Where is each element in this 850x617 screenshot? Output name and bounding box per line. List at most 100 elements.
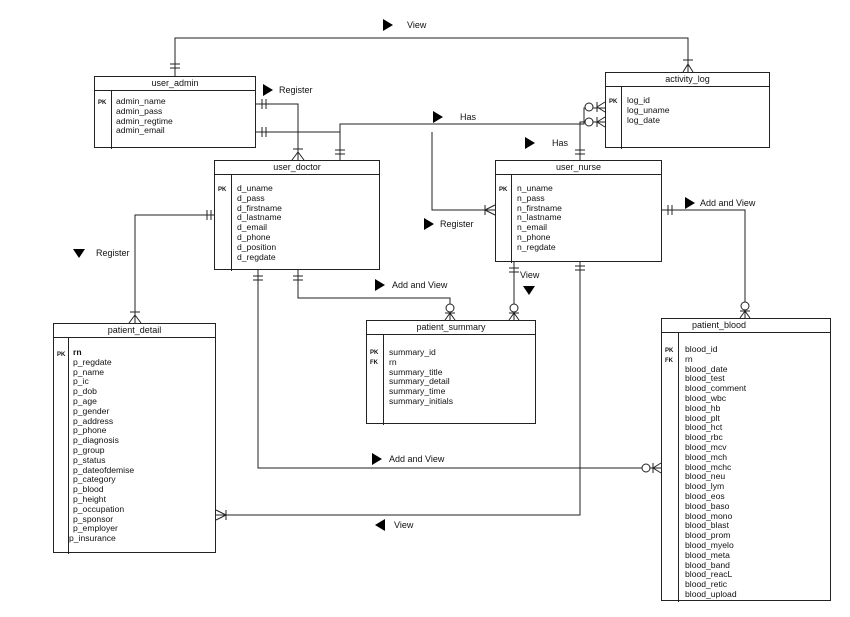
entity-user-doctor[interactable]: user_doctor PK d_uname d_pass d_firstnam… <box>214 160 380 271</box>
zero-marker <box>584 117 594 127</box>
attribute: blood_myelo <box>685 539 734 550</box>
pk-label: PK <box>665 348 674 354</box>
attribute: blood_baso <box>685 500 730 511</box>
pk-label: PK <box>57 352 66 358</box>
attribute: p_age <box>73 395 97 406</box>
attribute: p_phone <box>73 425 107 436</box>
one-marker <box>253 275 263 281</box>
pk-label: PK <box>609 99 618 105</box>
attribute: blood_plt <box>685 412 720 423</box>
rel-label-view-bottom: View <box>394 520 414 530</box>
arrow-right-icon <box>383 19 393 31</box>
attribute: d_lastname <box>237 212 282 223</box>
attribute: blood_band <box>685 559 730 570</box>
attribute-list: blood_id rn blood_date blood_test blood_… <box>685 344 747 600</box>
entity-user-admin[interactable]: user_admin PK admin_name admin_pass admi… <box>94 76 256 149</box>
rel-label-has-right: Has <box>552 138 569 148</box>
attribute: log_date <box>627 114 660 125</box>
attribute: blood_rbc <box>685 432 723 443</box>
attribute: blood_blast <box>685 520 729 531</box>
pk-label: PK <box>499 187 508 193</box>
attribute: blood_reacL <box>685 569 733 580</box>
crowsfoot-marker <box>291 148 305 161</box>
pk-label: PK <box>370 350 379 356</box>
attribute-list: summary_id rn summary_title summary_deta… <box>389 347 453 407</box>
one-marker <box>667 205 673 215</box>
attribute: blood_mchc <box>685 461 732 472</box>
attribute: d_phone <box>237 231 271 242</box>
entity-patient-detail[interactable]: patient_detail PK rn p_regdate p_name p_… <box>53 323 216 554</box>
arrow-left-icon <box>375 519 385 531</box>
attribute: blood_upload <box>685 588 737 599</box>
attribute: d_pass <box>237 192 265 203</box>
attribute: log_uname <box>627 104 670 115</box>
attribute-list: d_uname d_pass d_firstname d_lastname d_… <box>237 183 282 262</box>
one-marker <box>170 63 180 69</box>
attribute: p_regdate <box>73 356 112 367</box>
attribute: blood_hct <box>685 422 723 433</box>
zero-marker <box>641 463 651 473</box>
arrow-right-icon <box>433 111 443 123</box>
attribute-list: log_id log_uname log_date <box>627 95 670 125</box>
attribute: blood_retic <box>685 579 728 590</box>
crowsfoot-marker <box>215 509 227 521</box>
attribute: blood_wbc <box>685 392 727 403</box>
rel-line-add-view-summary <box>297 270 451 320</box>
attribute: admin_email <box>116 125 165 136</box>
zero-marker <box>740 301 750 311</box>
rel-line-register-left <box>134 214 214 323</box>
crowsfoot-marker <box>444 312 456 321</box>
crowsfoot-marker <box>652 462 662 474</box>
attribute: p_ic <box>73 376 89 387</box>
attribute: summary_id <box>389 347 436 357</box>
rel-line-register-admin <box>256 103 299 160</box>
attribute: blood_mono <box>685 510 733 521</box>
one-marker <box>293 275 303 281</box>
attribute-list: n_uname n_pass n_firstname n_lastname n_… <box>517 183 562 253</box>
attribute: p_blood <box>73 484 104 495</box>
one-marker <box>261 127 267 137</box>
attribute-list: rn p_regdate p_name p_ic p_dob p_age p_g… <box>69 347 134 544</box>
attribute: p_height <box>73 493 106 504</box>
attribute: rn <box>73 347 82 357</box>
entity-patient-summary[interactable]: patient_summary PK FK summary_id rn summ… <box>366 320 536 425</box>
rel-line-view-top <box>174 37 689 76</box>
attribute: admin_name <box>116 96 166 106</box>
attribute: blood_hb <box>685 402 721 413</box>
attribute: p_employer <box>73 523 118 534</box>
rel-label-add-view-summary: Add and View <box>392 280 448 290</box>
zero-marker <box>445 303 455 313</box>
attribute: d_position <box>237 241 277 252</box>
attribute: n_regdate <box>517 241 556 252</box>
entity-title: patient_summary <box>367 321 535 335</box>
crowsfoot-marker <box>739 310 751 319</box>
rel-label-has-top: Has <box>460 112 477 122</box>
zero-marker <box>584 102 594 112</box>
attribute: blood_meta <box>685 549 730 560</box>
attribute: p_address <box>73 415 114 426</box>
attribute: p_occupation <box>73 503 125 514</box>
rel-line-has-top <box>256 107 605 133</box>
attribute: blood_mch <box>685 451 728 462</box>
attribute: blood_comment <box>685 383 747 394</box>
attribute: blood_mcv <box>685 441 727 452</box>
attribute: rn <box>685 353 693 364</box>
attribute: summary_time <box>389 386 446 397</box>
entity-patient-blood[interactable]: patient_blood PK FK blood_id rn blood_da… <box>661 318 831 602</box>
attribute: summary_initials <box>389 395 453 406</box>
rel-line-add-view-nurse <box>662 209 746 318</box>
arrow-right-icon <box>525 137 535 149</box>
one-marker <box>335 149 345 155</box>
attribute: blood_neu <box>685 471 726 482</box>
arrow-right-icon <box>375 279 385 291</box>
attribute: n_lastname <box>517 212 562 223</box>
attribute: p_diagnosis <box>73 435 119 446</box>
one-marker <box>261 99 267 109</box>
entity-activity-log[interactable]: activity_log PK log_id log_uname log_dat… <box>605 72 770 149</box>
zero-marker <box>509 303 519 313</box>
entity-user-nurse[interactable]: user_nurse PK n_uname n_pass n_firstname… <box>495 160 662 263</box>
one-marker <box>206 210 212 220</box>
attribute: p_insurance <box>69 533 116 544</box>
one-marker <box>575 149 585 155</box>
